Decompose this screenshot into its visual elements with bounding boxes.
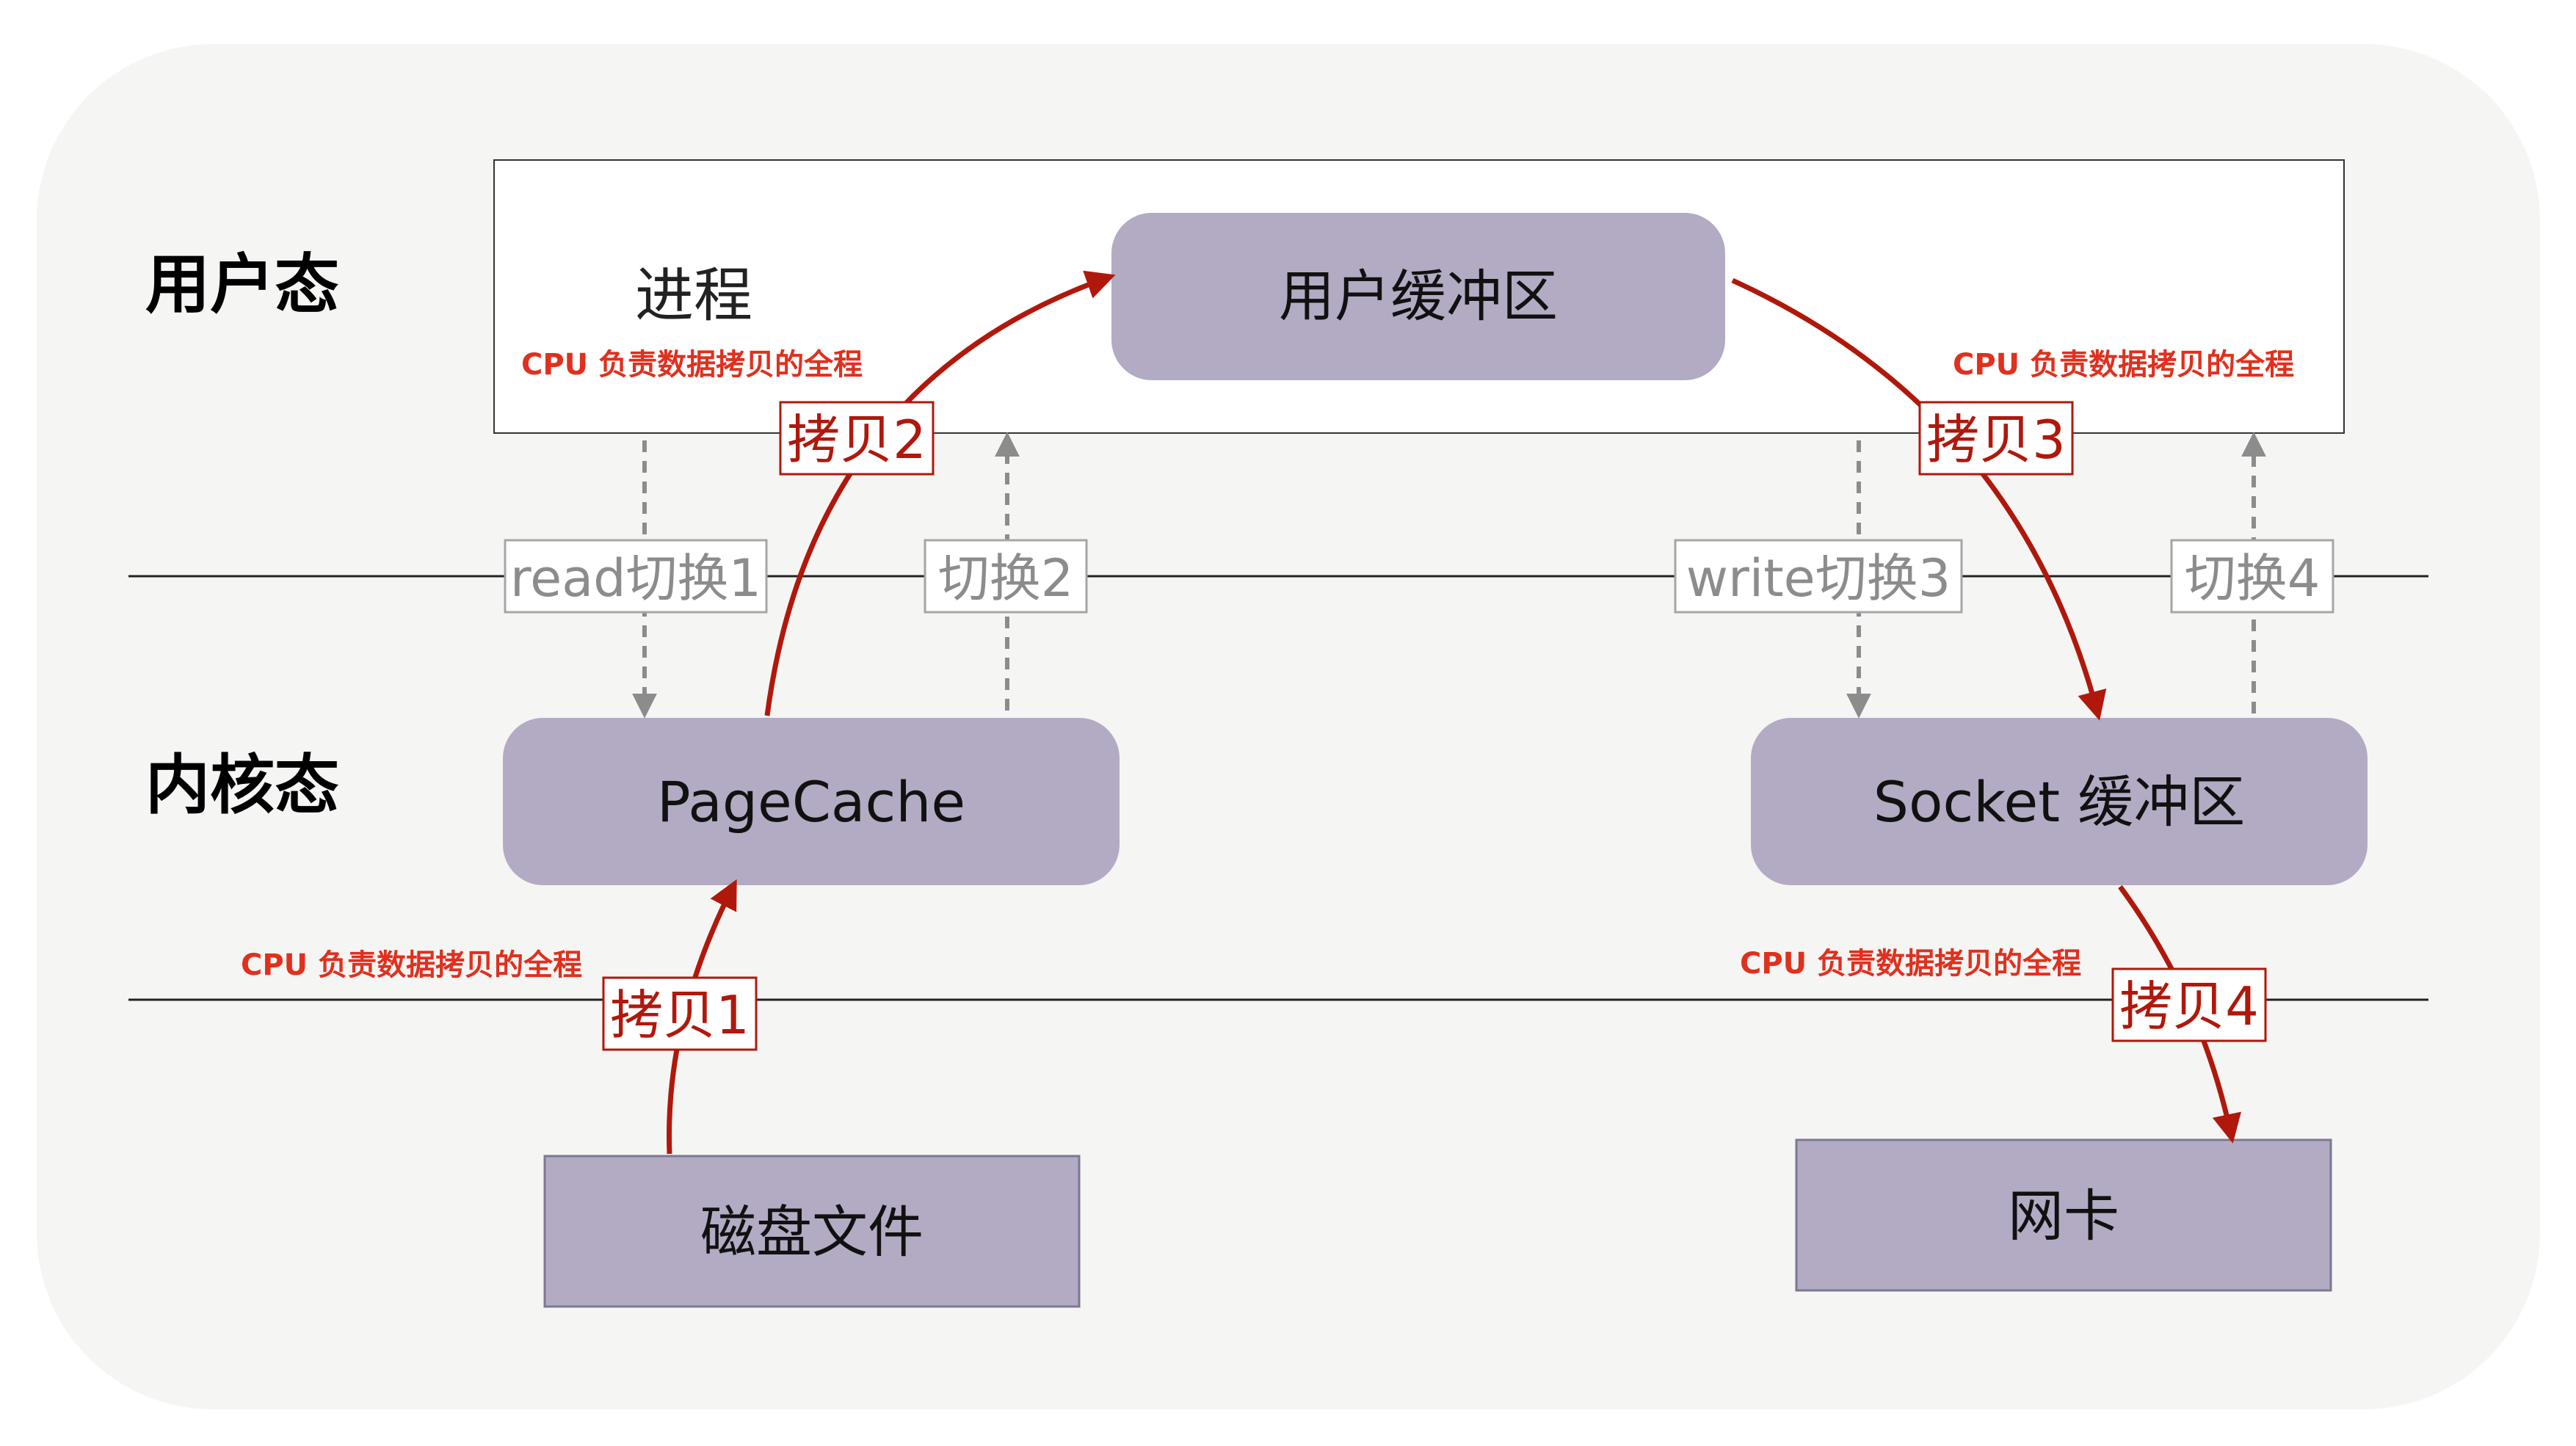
nic-label: 网卡 bbox=[2008, 1183, 2119, 1249]
switch3-label-box bbox=[1674, 539, 1963, 614]
nic-box bbox=[1795, 1138, 2332, 1292]
copy3-label: 拷贝3 bbox=[1926, 409, 2066, 471]
switch4-label: 切换4 bbox=[2185, 548, 2321, 608]
cpu-note-2: CPU 负责数据拷贝的全程 bbox=[1953, 348, 2294, 382]
switch4-label-box bbox=[2170, 539, 2334, 614]
copy2-label-box bbox=[779, 401, 935, 476]
copy2-label: 拷贝2 bbox=[787, 409, 926, 471]
cpu-note-3: CPU 负责数据拷贝的全程 bbox=[241, 948, 582, 982]
switch1-label-box bbox=[504, 539, 768, 614]
copy3-label-box bbox=[1918, 401, 2074, 476]
copy1-label-box bbox=[602, 976, 758, 1051]
copy4-label: 拷贝4 bbox=[2119, 975, 2259, 1037]
user-buffer-label: 用户缓冲区 bbox=[1279, 264, 1558, 329]
cpu-note-4: CPU 负责数据拷贝的全程 bbox=[1740, 947, 2081, 981]
user-buffer-box bbox=[1111, 213, 1725, 380]
process-label: 进程 bbox=[635, 261, 752, 330]
cpu-note-1: CPU 负责数据拷贝的全程 bbox=[521, 348, 863, 382]
switch1-label: read切换1 bbox=[510, 548, 761, 608]
copy1-label: 拷贝1 bbox=[610, 984, 750, 1046]
switch2-label-box bbox=[924, 539, 1088, 614]
switch2-label: 切换2 bbox=[938, 548, 1074, 608]
disk-file-label: 磁盘文件 bbox=[700, 1199, 924, 1265]
socket-buffer-box bbox=[1751, 718, 2368, 885]
page-cache-label: PageCache bbox=[657, 769, 965, 835]
page-cache-box bbox=[503, 718, 1120, 885]
copy4-label-box bbox=[2111, 967, 2267, 1042]
socket-buffer-label: Socket 缓冲区 bbox=[1873, 769, 2246, 835]
user-mode-label: 用户态 bbox=[145, 247, 339, 322]
switch3-label: write切换3 bbox=[1686, 548, 1951, 608]
disk-file-box bbox=[543, 1155, 1081, 1308]
kernel-mode-label: 内核态 bbox=[145, 747, 339, 823]
